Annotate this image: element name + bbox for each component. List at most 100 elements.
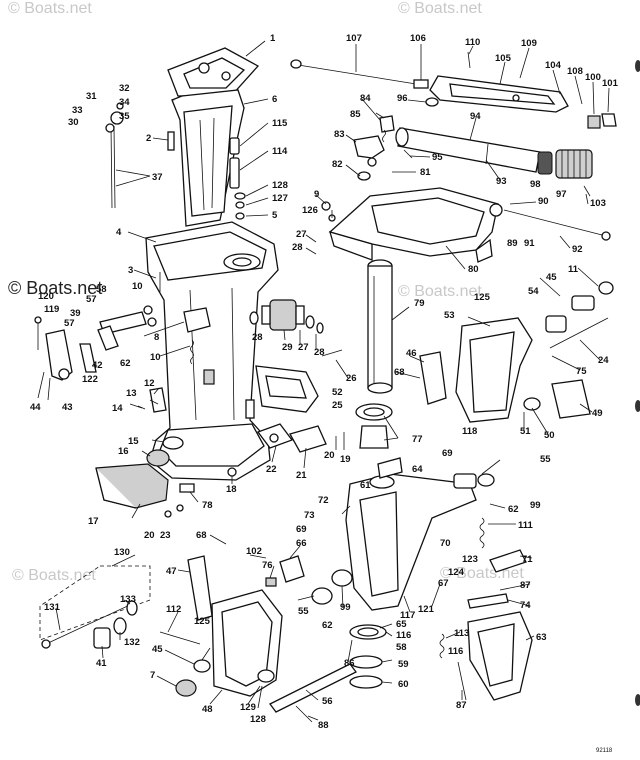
clamp-46	[419, 351, 447, 405]
callout-94: 94	[470, 111, 481, 122]
nut-18	[227, 467, 237, 477]
callout-22: 22	[266, 464, 277, 475]
callout-20-lower: 20	[144, 530, 155, 541]
callout-127: 127	[272, 193, 288, 204]
callout-116-lower: 116	[448, 646, 463, 657]
callout-83: 83	[334, 129, 345, 140]
callout-129: 129	[240, 702, 256, 713]
grommet-16	[146, 449, 170, 467]
callout-7: 7	[150, 670, 155, 681]
screws-20-23	[164, 504, 184, 518]
tiller-rod-107	[290, 59, 417, 85]
callout-106: 106	[410, 33, 426, 44]
screw-95	[403, 149, 413, 159]
callout-68-lower: 68	[196, 530, 207, 541]
callout-116-upper: 116	[396, 630, 411, 641]
plate-56	[269, 663, 357, 713]
bracket-63	[467, 611, 533, 701]
rod-92	[503, 209, 611, 241]
callout-55-upper: 55	[540, 454, 551, 465]
callout-105: 105	[495, 53, 512, 64]
callout-28-upper: 28	[292, 242, 303, 253]
bracket-83	[353, 135, 385, 167]
callout-99-lower: 99	[340, 602, 351, 613]
callout-26: 26	[346, 373, 357, 384]
callout-75: 75	[576, 366, 587, 377]
callout-123: 123	[462, 554, 478, 565]
watermark-lower-left: © Boats.net	[12, 567, 96, 584]
callout-42: 42	[92, 360, 103, 371]
callout-20-right: 20	[324, 450, 335, 461]
callout-128-lower: 128	[250, 714, 266, 725]
watermark-top-right: © Boats.net	[398, 0, 482, 17]
washers-127-128	[234, 192, 246, 220]
bolt-2	[167, 131, 175, 151]
callout-99-upper: 99	[530, 500, 541, 511]
callout-63: 63	[536, 632, 547, 643]
callout-124: 124	[448, 567, 465, 578]
callout-117: 117	[400, 610, 415, 621]
leader-lines	[55, 40, 610, 721]
callout-15: 15	[128, 436, 139, 447]
callout-5: 5	[272, 210, 278, 221]
dashed-box-130	[39, 565, 151, 641]
callout-61: 61	[360, 480, 371, 491]
fitting-106	[413, 79, 429, 89]
callout-16: 16	[118, 446, 129, 457]
watermark-top-left: © Boats.net	[8, 0, 92, 17]
callout-64: 64	[412, 464, 423, 475]
callout-23: 23	[160, 530, 171, 541]
callout-125-upper: 125	[474, 292, 491, 303]
callout-98: 98	[530, 179, 541, 190]
bar-74	[467, 593, 509, 609]
callout-57-lower: 57	[64, 318, 75, 329]
bracket-47	[187, 555, 213, 621]
callout-110: 110	[465, 37, 480, 48]
callout-120: 120	[38, 291, 54, 302]
callout-111: 111	[518, 520, 534, 531]
nut-7	[175, 679, 197, 697]
seal-rings-58-60	[349, 624, 387, 689]
callout-45-lower: 45	[152, 644, 163, 655]
callout-6: 6	[272, 94, 277, 105]
callout-28-right: 28	[314, 347, 325, 358]
callout-71: 71	[522, 554, 533, 565]
washer-129	[257, 669, 275, 683]
callout-35: 35	[119, 111, 130, 122]
callout-82: 82	[332, 159, 343, 170]
callout-133: 133	[120, 594, 136, 605]
grip-97	[555, 149, 593, 179]
callout-86: 86	[344, 658, 355, 669]
tilt-pin-54	[545, 281, 614, 333]
screws-43-44	[37, 371, 51, 401]
callout-109: 109	[521, 38, 537, 49]
callout-11: 11	[568, 264, 579, 275]
callout-101: 101	[602, 78, 619, 89]
callout-13: 13	[126, 388, 137, 399]
callout-33: 33	[72, 105, 83, 116]
callout-108: 108	[567, 66, 583, 77]
bushings-77	[355, 403, 393, 449]
washer-132	[113, 617, 127, 635]
mount-29	[261, 299, 305, 331]
bushing-45	[193, 659, 211, 673]
callout-73: 73	[304, 510, 315, 521]
watermark-center-right: © Boats.net	[398, 283, 482, 300]
clip-66-76	[265, 555, 305, 587]
screw-9-126	[321, 201, 336, 222]
callout-2: 2	[146, 133, 151, 144]
callout-19: 19	[340, 454, 351, 465]
callout-122: 122	[82, 374, 98, 385]
callout-92: 92	[572, 244, 583, 255]
callout-69-lower: 69	[296, 524, 307, 535]
callout-10-upper: 10	[132, 281, 143, 292]
drive-shaft-housing-4	[145, 221, 279, 481]
callout-74: 74	[520, 600, 531, 611]
callout-10-lower: 10	[150, 352, 161, 363]
clamp-screw-49	[551, 379, 591, 419]
callout-31: 31	[86, 91, 97, 102]
callout-69-upper: 69	[442, 448, 453, 459]
callout-8: 8	[154, 332, 159, 343]
callout-87-upper: 87	[520, 580, 531, 591]
